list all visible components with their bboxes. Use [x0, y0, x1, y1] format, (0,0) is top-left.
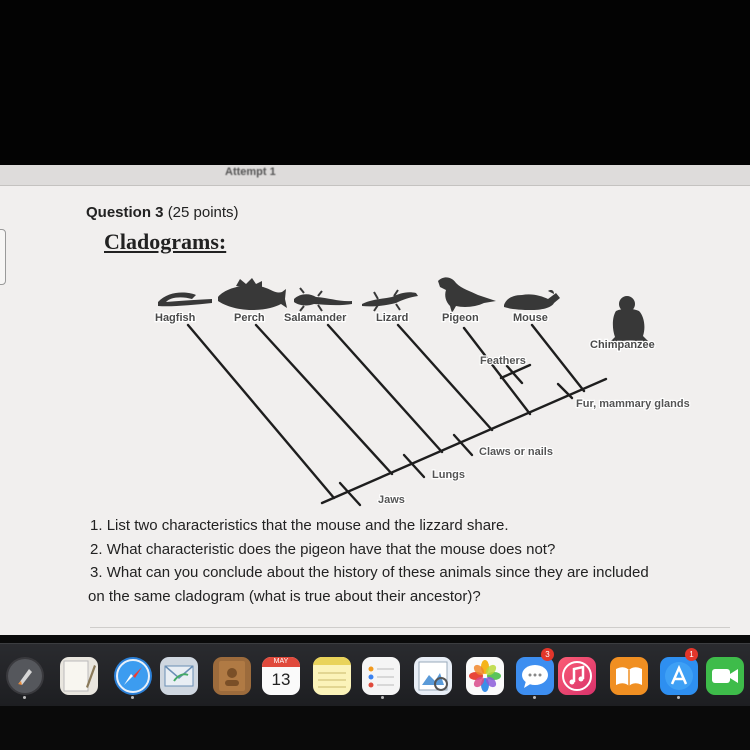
branch-pigeon: [462, 326, 532, 416]
question-title: Cladograms:: [104, 229, 227, 254]
question-label: Question 3: [86, 204, 164, 221]
tick-fur: [556, 382, 574, 400]
running-indicator: [381, 696, 384, 699]
browser-content: Attempt 1 Question 3 (25 points) Cladogr…: [0, 165, 750, 635]
messages-icon[interactable]: [516, 657, 554, 695]
taxon-pigeon: Pigeon: [442, 312, 479, 324]
cladogram-figure: Hagfish Perch Salamander Lizard Pigeon M…: [154, 277, 691, 507]
taxon-hagfish: Hagfish: [155, 312, 196, 324]
tick-lungs: [402, 453, 426, 479]
calendar-day: 13: [271, 670, 291, 689]
trait-lungs: Lungs: [432, 469, 465, 481]
branch-lizard: [396, 323, 494, 432]
question-item-3: 3. What can you conclude about the histo…: [88, 561, 649, 608]
taxon-mouse: Mouse: [513, 312, 548, 324]
taxon-chimpanzee: Chimpanzee: [590, 339, 655, 351]
trait-feathers: Feathers: [480, 355, 526, 367]
question-heading: Question 3 (25 points): [86, 204, 239, 221]
question-number: 2.: [90, 540, 103, 558]
running-indicator: [23, 696, 26, 699]
left-frame-edge: [0, 229, 6, 285]
branch-mouse: [530, 323, 586, 393]
notepad-icon[interactable]: [313, 657, 351, 695]
taxon-lizard: Lizard: [376, 312, 408, 324]
question-number: 3.: [90, 564, 103, 581]
main-trunk-line: [320, 377, 608, 505]
perch-icon: [218, 278, 287, 310]
animal-silhouettes: [158, 277, 648, 342]
question-item-2: 2. What characteristic does the pigeon h…: [90, 538, 649, 562]
question-text: List two characteristics that the mouse …: [106, 517, 509, 534]
photos-icon[interactable]: [466, 657, 504, 695]
taxon-perch: Perch: [234, 312, 265, 324]
contacts-icon[interactable]: [213, 657, 251, 695]
branch-salamander: [326, 323, 444, 454]
tick-feathers-b: [499, 363, 532, 380]
running-indicator: [131, 696, 134, 699]
taxon-salamander: Salamander: [284, 312, 347, 324]
browser-tab-strip: Attempt 1: [0, 165, 750, 186]
dock: MAY 13 3: [0, 643, 750, 706]
mail-icon[interactable]: [160, 657, 198, 695]
hagfish-icon: [158, 292, 212, 307]
branch-perch: [254, 323, 394, 476]
monitor-bezel-top: [0, 0, 750, 165]
branch-hagfish: [186, 323, 336, 500]
facetime-icon[interactable]: [706, 657, 744, 695]
launchpad-icon[interactable]: [6, 657, 44, 695]
messages-badge: 3: [541, 648, 554, 661]
calendar-icon[interactable]: MAY 13: [262, 657, 300, 695]
ibooks-icon[interactable]: [610, 657, 648, 695]
pigeon-icon: [438, 277, 496, 313]
question-footer-rule: [90, 627, 730, 635]
notes-icon[interactable]: [60, 657, 98, 695]
app-store-badge: 1: [685, 648, 698, 661]
preview-icon[interactable]: [414, 657, 452, 695]
safari-icon[interactable]: [114, 657, 152, 695]
mouse-icon: [504, 290, 560, 310]
running-indicator: [533, 696, 536, 699]
trait-fur-mammary-glands: Fur, mammary glands: [576, 398, 690, 410]
reminders-icon[interactable]: [362, 657, 400, 695]
lizard-icon: [362, 289, 418, 312]
taxon-labels: Hagfish Perch Salamander Lizard Pigeon M…: [154, 311, 656, 352]
tick-claws: [452, 433, 474, 457]
tab-title[interactable]: Attempt 1: [225, 166, 276, 178]
calendar-month: MAY: [262, 657, 300, 667]
question-points: (25 points): [167, 204, 239, 221]
cladogram-lines: [186, 323, 608, 507]
chimpanzee-icon: [611, 296, 648, 342]
trait-labels: Jaws Lungs Claws or nails Feathers Fur, …: [377, 354, 691, 507]
salamander-icon: [294, 287, 352, 312]
tick-feathers-a: [505, 364, 524, 385]
trait-claws-or-nails: Claws or nails: [479, 446, 553, 458]
question-number: 1.: [90, 517, 103, 534]
macos-dock-area: MAY 13 3: [0, 635, 750, 750]
question-list: 1. List two characteristics that the mou…: [88, 514, 649, 608]
itunes-icon[interactable]: [558, 657, 596, 695]
app-store-icon[interactable]: [660, 657, 698, 695]
trait-jaws: Jaws: [378, 494, 405, 506]
question-text-continued: on the same cladogram (what is true abou…: [88, 587, 481, 605]
question-item-1: 1. List two characteristics that the mou…: [90, 514, 649, 538]
running-indicator: [677, 696, 680, 699]
tick-jaws: [338, 481, 362, 507]
question-text: What characteristic does the pigeon have…: [106, 540, 556, 558]
question-text: What can you conclude about the history …: [106, 564, 649, 581]
